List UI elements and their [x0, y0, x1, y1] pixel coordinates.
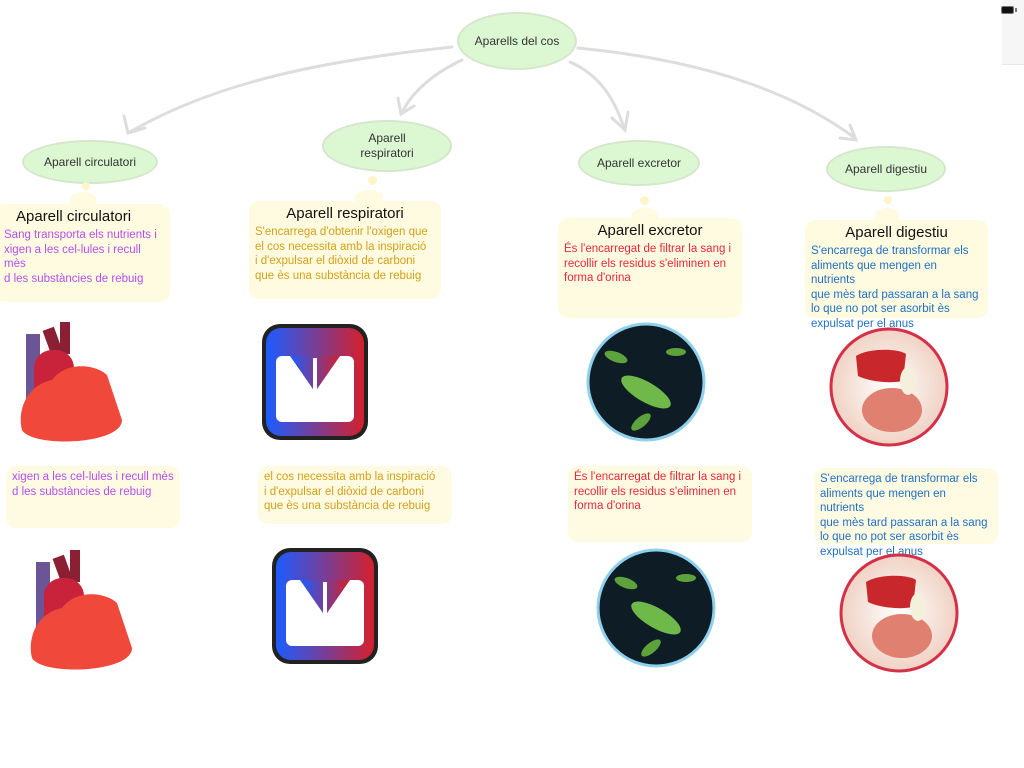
- arrowhead-excretor: [610, 110, 630, 133]
- card-tab: [70, 192, 96, 206]
- connector-respiratori: [400, 58, 464, 115]
- node-label: Aparell excretor: [596, 155, 682, 170]
- node-respiratori[interactable]: Aparell respiratori: [322, 120, 452, 172]
- heart-icon: [20, 322, 122, 442]
- bacteria-icon: [596, 548, 716, 668]
- digestive-system-icon: [839, 553, 959, 673]
- card-text: S'encarrega de transformar els aliments …: [811, 245, 979, 330]
- bubble-dot: [82, 182, 90, 190]
- battery-tip: [1015, 8, 1017, 12]
- node-label: Aparell respiratori: [360, 131, 414, 160]
- card-text: xigen a les cel-lules i recull mès d les…: [12, 471, 174, 498]
- circulation-diagram-icon: [262, 324, 368, 440]
- arrowhead-digestiu: [838, 123, 859, 142]
- root-node-label: Aparells del cos: [474, 33, 560, 48]
- card-digestiu-duplicate: S'encarrega de transformar els aliments …: [814, 468, 998, 558]
- arrowhead-respiratori: [396, 96, 416, 117]
- card-text: S'encarrega de transformar els aliments …: [820, 473, 988, 558]
- node-digestiu[interactable]: Aparell digestiu: [826, 146, 946, 192]
- card-text: el cos necessita amb la inspiració i d'e…: [264, 471, 436, 512]
- card-respiratori-duplicate: el cos necessita amb la inspiració i d'e…: [258, 466, 452, 524]
- card-tab: [355, 190, 383, 204]
- connector-circulatori: [128, 45, 454, 134]
- card-digestiu: Aparell digestiu S'encarrega de transfor…: [805, 220, 988, 330]
- card-text: S'encarrega d'obtenir l'oxigen que el co…: [255, 226, 428, 282]
- node-label: Aparell digestiu: [844, 161, 928, 176]
- card-title: Aparell circulatori: [16, 208, 132, 225]
- heart-icon: [30, 550, 132, 670]
- bacteria-icon: [586, 322, 706, 442]
- bubble-dot: [368, 176, 377, 185]
- circulation-diagram-icon: [272, 548, 378, 664]
- card-title: Aparell digestiu: [845, 224, 948, 241]
- status-strip: [1002, 0, 1024, 65]
- card-excretor: Aparell excretor És l'encarregat de filt…: [558, 218, 742, 318]
- card-title: Aparell respiratori: [286, 205, 404, 222]
- card-text: És l'encarregat de filtrar la sang i rec…: [564, 243, 732, 284]
- card-title: Aparell excretor: [597, 222, 703, 239]
- node-label: Aparell circulatori: [43, 154, 137, 169]
- card-excretor-duplicate: És l'encarregat de filtrar la sang i rec…: [568, 466, 752, 542]
- card-text: Sang transporta els nutrients i xigen a …: [4, 229, 157, 285]
- node-excretor[interactable]: Aparell excretor: [578, 140, 700, 186]
- connector-digestiu: [576, 46, 857, 140]
- bubble-dot: [884, 196, 892, 204]
- root-node[interactable]: Aparells del cos: [457, 12, 577, 70]
- card-text: És l'encarregat de filtrar la sang i rec…: [574, 471, 742, 512]
- connector-excretor: [568, 60, 626, 130]
- arrowhead-circulatori: [122, 114, 147, 135]
- bubble-dot: [640, 196, 649, 205]
- card-respiratori: Aparell respiratori S'encarrega d'obteni…: [249, 201, 441, 299]
- card-circulatori-duplicate: xigen a les cel-lules i recull mès d les…: [6, 466, 180, 528]
- battery-icon: [1001, 6, 1014, 14]
- digestive-system-icon: [829, 327, 949, 447]
- card-tab: [875, 208, 899, 222]
- card-circulatori: Aparell circulatori Sang transporta els …: [0, 204, 170, 302]
- node-circulatori[interactable]: Aparell circulatori: [22, 140, 158, 184]
